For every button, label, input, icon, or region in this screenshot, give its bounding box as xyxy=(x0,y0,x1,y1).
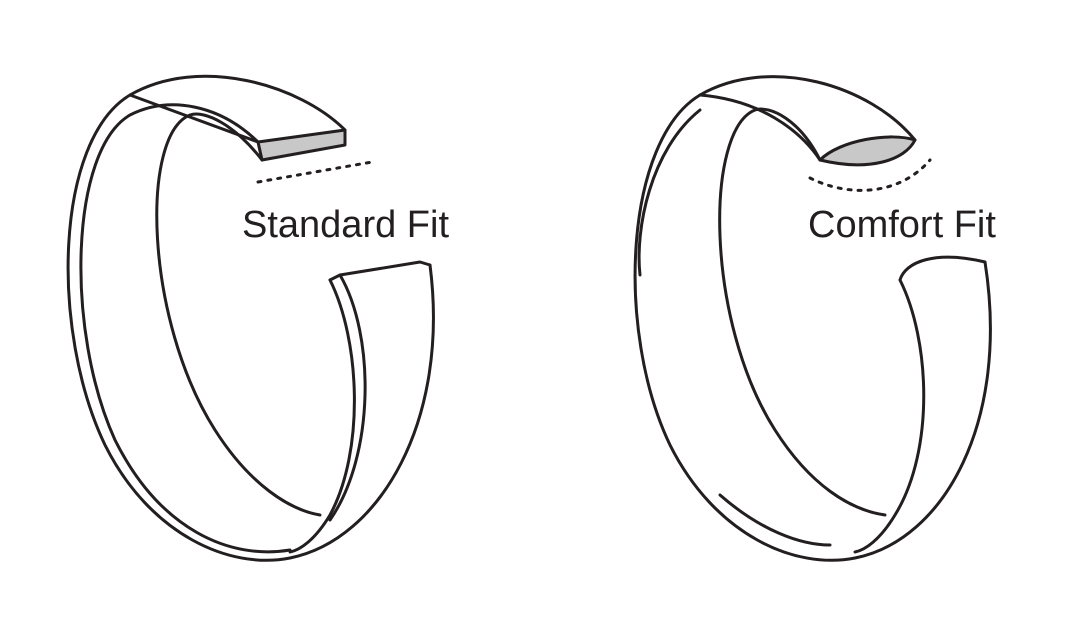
standard-dotted-line xyxy=(256,160,374,184)
standard-cross-section xyxy=(256,128,347,162)
standard-ring-inner-lower xyxy=(288,278,356,554)
comfort-ring-inner-edge xyxy=(718,107,887,517)
standard-lower-cut xyxy=(328,260,432,282)
standard-fit-label: Standard Fit xyxy=(242,204,449,246)
comfort-ring-outer-highlight xyxy=(637,108,702,277)
standard-ring-inner-edge xyxy=(155,112,322,517)
comfort-cross-section xyxy=(818,135,917,167)
comfort-fit-ring xyxy=(633,75,992,562)
comfort-lower-cut xyxy=(898,255,987,282)
comfort-ring-inner-lower xyxy=(853,278,926,554)
comfort-top-face xyxy=(698,93,822,162)
standard-ring-outer-edge-2 xyxy=(79,103,292,554)
comfort-ring-outer-edge xyxy=(633,75,992,562)
standard-top-face xyxy=(128,93,260,144)
comfort-fit-label: Comfort Fit xyxy=(808,204,996,246)
standard-ring-lower-outer xyxy=(328,273,367,522)
comfort-ring-outer-highlight-2 xyxy=(718,493,832,547)
standard-ring-outer-edge xyxy=(66,74,435,562)
standard-fit-ring xyxy=(66,74,435,562)
